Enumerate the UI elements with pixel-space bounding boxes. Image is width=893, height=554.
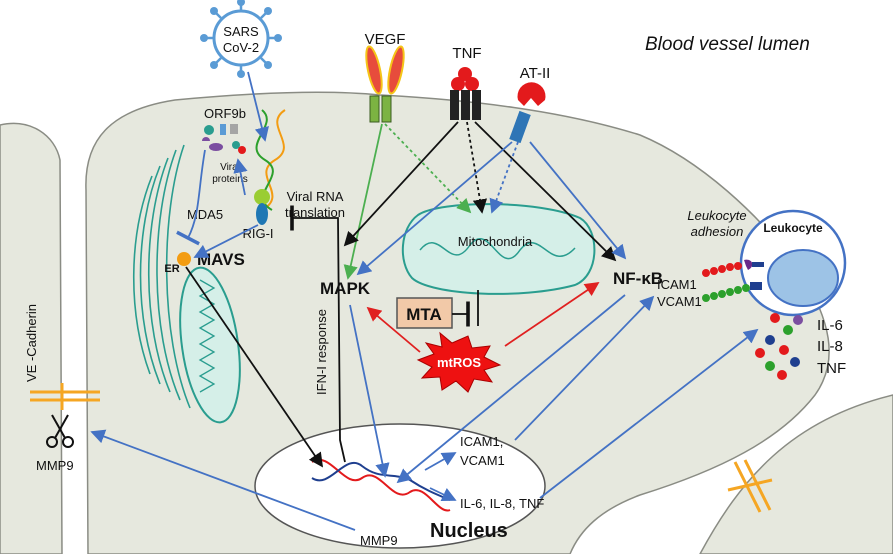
leukocyte-adhesion-label-1: Leukocyte <box>687 208 746 223</box>
left-cell <box>0 122 63 554</box>
nucleus-il-label: IL-6, IL-8, TNF <box>460 496 544 511</box>
sars-label: SARS <box>223 24 259 39</box>
leukocyte-nucleus <box>767 249 839 307</box>
mitochondria <box>401 203 596 295</box>
nucleus <box>254 423 546 549</box>
ve-cadherin-left <box>30 383 100 410</box>
mta-label: MTA <box>406 305 442 324</box>
ifn-response-label: IFN-I response <box>314 309 329 395</box>
at2-receptor <box>509 82 546 144</box>
tnf-receptor-label: TNF <box>452 45 481 62</box>
il8-label: IL-8 <box>817 338 843 355</box>
endothelial-cell <box>85 91 830 554</box>
cytokine-dots <box>755 313 803 380</box>
nfkb-label: NF-κB <box>613 269 663 288</box>
lumen-label: Blood vessel lumen <box>645 34 810 55</box>
nucleus-mmp9-label: MMP9 <box>360 533 398 548</box>
mmp9-left-label: MMP9 <box>36 458 74 473</box>
bottom-right-cell <box>699 394 893 554</box>
orf9b-label: ORF9b <box>204 106 246 121</box>
sars-cov2-virus <box>200 0 282 78</box>
rigi-label: RIG-I <box>242 226 273 241</box>
cov2-label: CoV-2 <box>223 40 259 55</box>
leukocyte-adhesion-label-2: adhesion <box>691 224 744 239</box>
leukocyte-label: Leukocyte <box>763 221 823 235</box>
vcam1-ligand <box>750 282 762 290</box>
mtros-label: mtROS <box>437 355 481 370</box>
vegf-receptor <box>365 45 405 123</box>
ve-cadherin-label: VE -Cadherin <box>24 304 39 382</box>
tnf-out-label: TNF <box>817 360 846 377</box>
icam1-ligand <box>744 259 753 270</box>
mitochondria-label: Mitochondria <box>458 234 533 249</box>
il6-label: IL-6 <box>817 317 843 334</box>
icam1-chain <box>702 262 742 277</box>
scissors-icon <box>46 414 74 448</box>
vegf-label: VEGF <box>365 31 406 48</box>
ve-cadherin-right <box>727 459 773 513</box>
nucleus-label: Nucleus <box>430 520 508 542</box>
viral-proteins-label-1: Viral <box>220 162 240 173</box>
pathway-arrows <box>90 71 759 531</box>
mavs-marker <box>177 252 191 266</box>
tnf-receptor <box>450 67 481 120</box>
icam1-ligand-stem <box>752 262 764 267</box>
viral-rna-label-1: Viral RNA <box>287 189 344 204</box>
vcam1-label: VCAM1 <box>657 294 702 309</box>
er-label: ER <box>164 263 179 275</box>
mapk-label: MAPK <box>320 279 371 298</box>
viral-proteins-shapes <box>202 124 246 154</box>
mtros-burst <box>416 331 502 393</box>
nucleus-icam-label-2: VCAM1 <box>460 453 505 468</box>
at2-label: AT-II <box>520 65 551 82</box>
mda5-label: MDA5 <box>187 207 223 222</box>
vcam1-chain <box>702 284 750 302</box>
viral-proteins-label-2: proteins <box>212 174 248 185</box>
icam1-label: ICAM1 <box>657 277 697 292</box>
er <box>132 144 191 409</box>
viral-rna-label-2: translation <box>285 205 345 220</box>
ribosome <box>254 189 270 225</box>
mta-box <box>396 297 453 329</box>
nucleus-icam-label-1: ICAM1, <box>460 434 503 449</box>
